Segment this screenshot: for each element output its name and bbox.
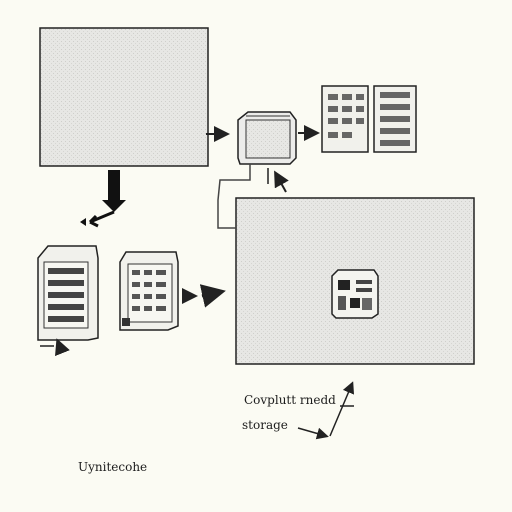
down-arrow-icon — [80, 170, 126, 228]
annotation-arrow-icon — [297, 381, 355, 440]
up-arrow-icon — [40, 338, 70, 357]
device-icon — [331, 269, 379, 319]
label-uynitecohe: Uynitecohe — [78, 460, 148, 474]
label-covplutt: Covplutt rnedd — [244, 393, 336, 407]
up-arrow-icon — [274, 170, 289, 193]
label-storage: storage — [242, 418, 288, 432]
server-rack-icon — [37, 245, 99, 341]
right-arrow-icon — [199, 284, 226, 308]
server-rack-icon — [119, 251, 179, 331]
server-unit-icon — [237, 111, 297, 165]
server-rack-icon — [373, 85, 417, 153]
top-left-panel — [39, 27, 209, 167]
connector-line — [217, 164, 251, 229]
server-rack-icon — [321, 85, 369, 153]
